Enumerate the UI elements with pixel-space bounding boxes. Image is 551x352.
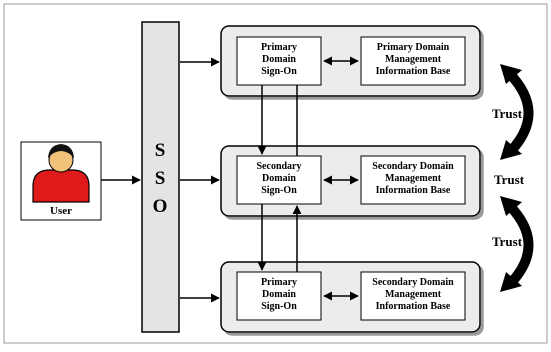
sign-on-middle-line2: Domain — [262, 173, 296, 184]
sso-letter-1: S — [155, 140, 166, 161]
mib-bottom-line1: Secondary Domain — [372, 277, 454, 288]
mib-middle-line2: Management — [385, 173, 442, 184]
sign-on-middle-line3: Sign-On — [261, 185, 297, 196]
trust-arrow-lower — [500, 196, 534, 292]
outer-frame — [3, 3, 548, 344]
sso-bar — [141, 21, 180, 333]
sign-on-top-line2: Domain — [262, 54, 296, 65]
trust-arrow-upper — [500, 64, 534, 160]
primary-sign-on-box-bottom — [236, 271, 322, 321]
sign-on-middle-line1: Secondary — [257, 161, 302, 172]
mib-box-middle — [360, 155, 466, 205]
secondary-sign-on-box-middle — [236, 155, 322, 205]
mib-bottom-line3: Information Base — [376, 301, 451, 312]
sign-on-top-line1: Primary — [261, 42, 297, 53]
sign-on-bottom-line3: Sign-On — [261, 301, 297, 312]
mib-box-top — [360, 36, 466, 86]
primary-sign-on-box-top — [236, 36, 322, 86]
mib-box-bottom — [360, 271, 466, 321]
trust-label-2: Trust — [494, 172, 525, 187]
mib-middle-line3: Information Base — [376, 185, 451, 196]
sso-letter-2: S — [155, 168, 166, 189]
mib-bottom-line2: Management — [385, 289, 442, 300]
trust-label-1: Trust — [492, 106, 523, 121]
sign-on-bottom-line2: Domain — [262, 289, 296, 300]
sso-letter-3: O — [153, 196, 168, 217]
user-label: User — [50, 205, 72, 217]
mib-middle-line1: Secondary Domain — [372, 161, 454, 172]
trust-label-3: Trust — [492, 234, 523, 249]
sign-on-top-line3: Sign-On — [261, 66, 297, 77]
mib-top-line2: Management — [385, 54, 442, 65]
sign-on-bottom-line1: Primary — [261, 277, 297, 288]
mib-top-line3: Information Base — [376, 66, 451, 77]
user-icon — [32, 144, 90, 203]
mib-top-line1: Primary Domain — [377, 42, 450, 53]
user-box: User — [20, 141, 102, 221]
